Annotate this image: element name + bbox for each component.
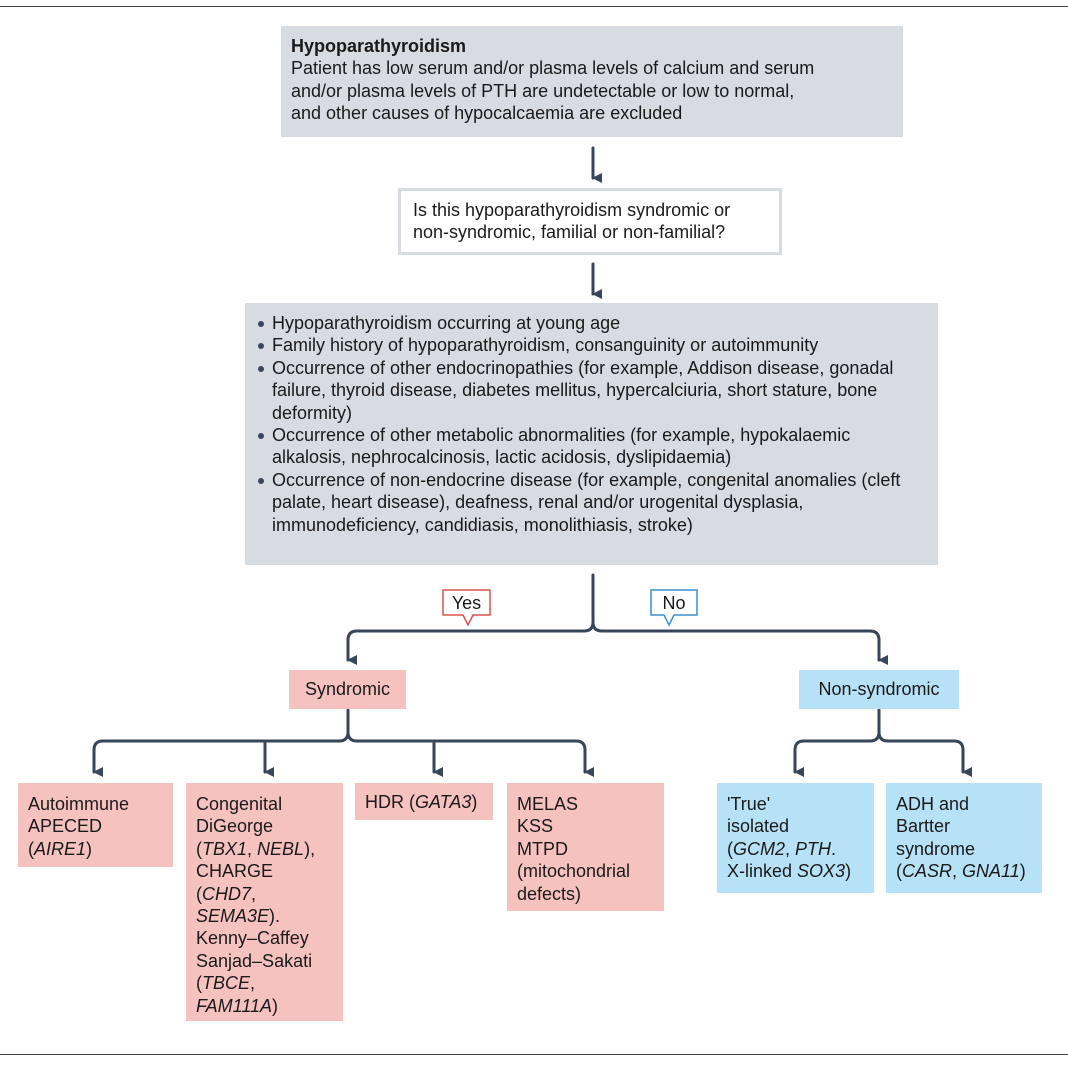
criteria-item: Occurrence of non-endocrine disease (for… — [255, 469, 928, 536]
criteria-item: Occurrence of other metabolic abnormalit… — [255, 424, 928, 469]
question-line: Is this hypoparathyroidism syndromic or — [413, 200, 731, 220]
question-line: non-syndromic, familial or non-familial? — [413, 222, 726, 243]
hdr-box: HDR (GATA3) — [355, 783, 493, 820]
gene-name: GCM2 — [733, 838, 786, 859]
classification-question-box: Is this hypoparathyroidism syndromic or … — [398, 188, 782, 255]
gene-name: TBCE — [202, 973, 251, 994]
autoimmune-box: Autoimmune APECED (AIRE1) — [18, 783, 173, 867]
definition-line: and other causes of hypocalcaemia are ex… — [291, 103, 683, 124]
top-rule — [0, 6, 1068, 7]
gene-name: CHD7 — [202, 883, 252, 904]
connector-branch-right — [591, 620, 881, 659]
gene-name: PTH — [795, 838, 832, 859]
syndromic-criteria-box: Hypoparathyroidism occurring at young ag… — [245, 303, 938, 565]
gene-name: TBX1 — [202, 838, 248, 859]
gene-name: SEMA3E — [196, 906, 270, 927]
definition-title: Hypoparathyroidism — [291, 36, 467, 56]
congenital-box: Congenital DiGeorge (TBX1, NEBL), CHARGE… — [186, 783, 343, 1021]
nonsyndromic-label: Non-syndromic — [818, 679, 940, 699]
gene-name: AIRE1 — [34, 838, 87, 859]
adh-bartter-box: ADH and Bartter syndrome (CASR, GNA11) — [886, 783, 1042, 893]
gene-name: NEBL — [257, 838, 305, 859]
hypoparathyroidism-definition-box: Hypoparathyroidism Patient has low serum… — [281, 26, 903, 137]
mitochondrial-box: MELAS KSS MTPD (mitochondrial defects) — [507, 783, 664, 911]
no-label: No — [662, 593, 686, 613]
syndromic-category-box: Syndromic — [289, 670, 406, 709]
criteria-item: Occurrence of other endocrinopathies (fo… — [255, 357, 928, 424]
criteria-item: Hypoparathyroidism occurring at young ag… — [255, 312, 928, 334]
gene-name: GNA11 — [962, 861, 1020, 882]
gene-name: GATA3 — [415, 792, 472, 812]
definition-line: Patient has low serum and/or plasma leve… — [291, 58, 815, 79]
no-callout-outline — [650, 589, 698, 627]
bottom-rule — [0, 1054, 1068, 1055]
true-isolated-box: 'True' isolated (GCM2, PTH. X-linked SOX… — [717, 783, 874, 893]
criteria-item: Family history of hypoparathyroidism, co… — [255, 334, 928, 356]
gene-name: FAM111A — [196, 995, 273, 1016]
yes-label: Yes — [451, 593, 482, 613]
criteria-list: Hypoparathyroidism occurring at young ag… — [255, 312, 928, 536]
yes-callout-outline — [442, 589, 491, 627]
gene-name: SOX3 — [797, 861, 846, 882]
connector-syndromic-split — [92, 708, 350, 770]
connector-nonsyndromic-split — [793, 708, 881, 770]
syndromic-label: Syndromic — [304, 679, 391, 699]
nonsyndromic-category-box: Non-syndromic — [799, 670, 959, 709]
gene-name: CASR — [902, 861, 953, 882]
definition-line: and/or plasma levels of PTH are undetect… — [291, 80, 795, 101]
